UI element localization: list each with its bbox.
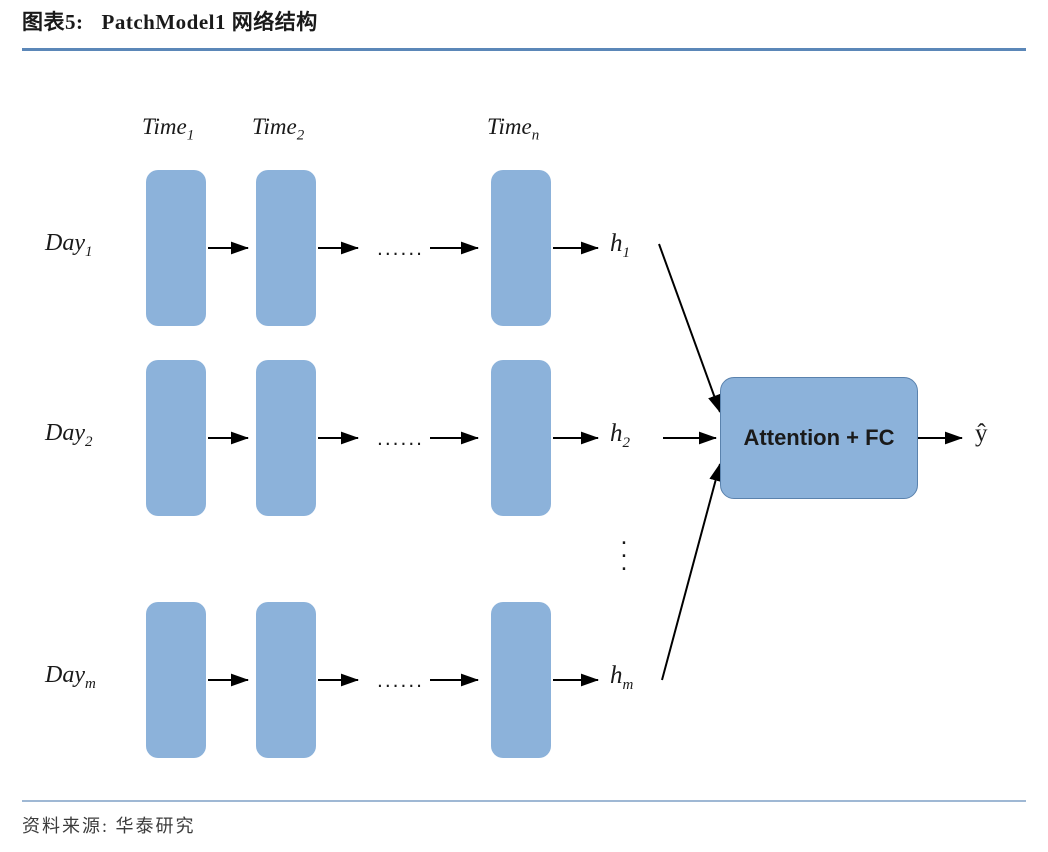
attention-fc-label: Attention + FC: [743, 425, 895, 450]
hidden-label-1: h1: [610, 230, 630, 261]
patch-box-r1-cn: [491, 170, 551, 326]
hidden-label-m: hm: [610, 662, 634, 693]
exhibit-number: 图表5:: [22, 10, 84, 34]
patch-box-r2-c1: [146, 360, 206, 516]
day-label-2: Day2: [45, 420, 93, 450]
header-divider: [22, 48, 1026, 51]
patch-box-r3-c1: [146, 602, 206, 758]
day-label-m: Daym: [45, 662, 96, 692]
patch-box-r3-c2: [256, 602, 316, 758]
network-diagram: Time1 Time2 Timen Day1 Day2 Daym ...... …: [0, 52, 1048, 797]
patch-box-r2-cn: [491, 360, 551, 516]
time-label-2: Time2: [252, 114, 305, 144]
day-label-1: Day1: [45, 230, 93, 260]
row3-ellipsis: ......: [377, 669, 425, 692]
time-label-1: Time1: [142, 114, 195, 144]
arrow-h1-attention: [658, 243, 721, 413]
row1-ellipsis: ......: [377, 237, 425, 260]
patch-box-r3-cn: [491, 602, 551, 758]
hidden-label-2: h2: [610, 420, 630, 451]
output-label: ŷ: [975, 420, 988, 447]
row2-ellipsis: ......: [377, 427, 425, 450]
exhibit-header: 图表5: PatchModel1 网络结构: [22, 6, 1026, 50]
rows-vertical-ellipsis: ...: [620, 522, 628, 576]
patch-box-r1-c2: [256, 170, 316, 326]
source-note: 资料来源: 华泰研究: [22, 816, 196, 836]
time-label-n: Timen: [487, 114, 540, 144]
patch-box-r1-c1: [146, 170, 206, 326]
page-title: 图表5: PatchModel1 网络结构: [22, 6, 1026, 36]
exhibit-title-text: PatchModel1 网络结构: [101, 10, 318, 34]
diagram-connectors: [208, 241, 963, 687]
attention-fc-block: Attention + FC: [720, 377, 918, 499]
patch-box-r2-c2: [256, 360, 316, 516]
footer-divider: [22, 800, 1026, 802]
arrow-hm-attention: [661, 463, 722, 681]
